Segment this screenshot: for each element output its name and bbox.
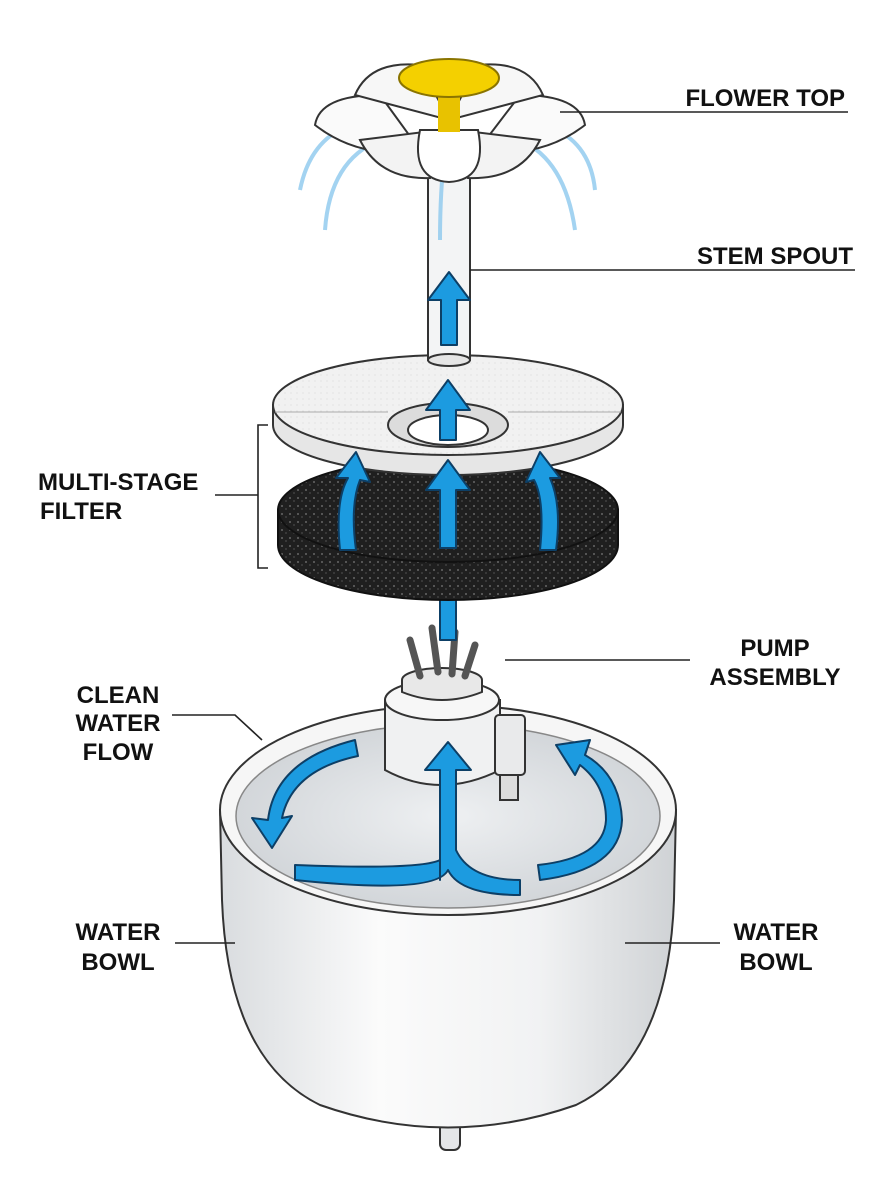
clean-water-flow-arrows xyxy=(251,739,623,896)
stem-spout xyxy=(427,174,471,367)
label-filter-line1: MULTI-STAGE xyxy=(38,469,198,496)
label-stem-spout: STEM SPOUT xyxy=(697,243,853,270)
flower-top xyxy=(298,58,597,241)
label-bowl-right-line2: BOWL xyxy=(739,949,812,976)
label-clean-line3: FLOW xyxy=(83,739,154,766)
flower-center xyxy=(398,58,500,98)
leader-lines xyxy=(172,111,855,944)
multi-stage-filter xyxy=(272,354,624,601)
label-bowl-right-line1: WATER xyxy=(734,919,819,946)
label-clean-line1: CLEAN xyxy=(77,682,160,709)
label-filter-line2: FILTER xyxy=(40,498,122,525)
label-bowl-left-line1: WATER xyxy=(76,919,161,946)
water-streams xyxy=(298,123,597,241)
label-flower-top: FLOWER TOP xyxy=(685,85,845,112)
impeller xyxy=(406,624,479,680)
label-pump-line1: PUMP xyxy=(740,635,809,662)
label-pump-line2: ASSEMBLY xyxy=(709,664,840,691)
label-bowl-left-line2: BOWL xyxy=(81,949,154,976)
label-clean-line2: WATER xyxy=(76,710,161,737)
